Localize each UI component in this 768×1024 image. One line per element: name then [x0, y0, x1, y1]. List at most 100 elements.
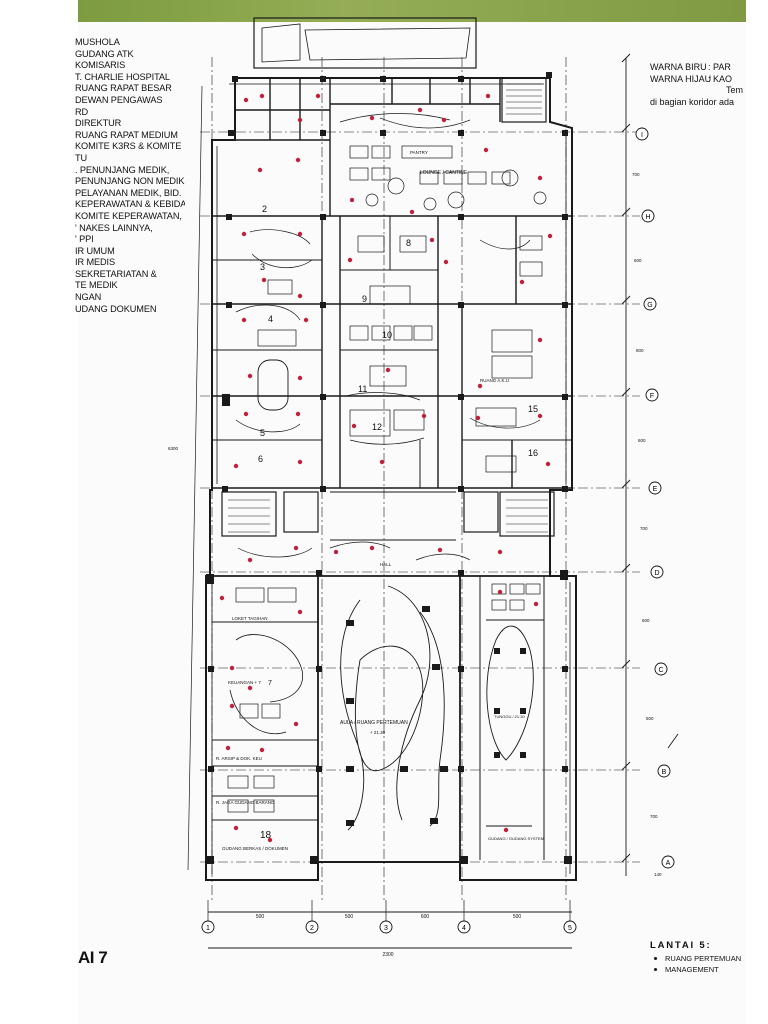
room-label: R. JAGA GUDANG BARANG: [216, 800, 275, 805]
floor-function-label: MANAGEMENT: [665, 965, 719, 974]
grid-bubbles-vertical: I H G F E D C B A: [635, 127, 675, 869]
grid-bubble-label: 2: [310, 925, 314, 932]
legend-item: ' PPI: [75, 234, 94, 245]
right-room-lighting-circuit: [486, 625, 534, 761]
dimension-values-vertical: 700 600 800 600 700 600 500 700 140 6300: [168, 172, 662, 877]
right-stair-treads: [506, 499, 548, 533]
bottom-dimension-lines: [208, 911, 572, 949]
bottom-dimension-extensions: [207, 900, 571, 930]
room-label: GUDANG / GUDANG SYSTEM: [488, 836, 544, 841]
room-number: 3: [260, 262, 265, 272]
grid-bubble: H: [641, 209, 655, 223]
grid-bubble: 5: [563, 920, 577, 934]
grid-bubble: A: [661, 855, 675, 869]
dimension-values-horizontal: 500 500 600 500 2300: [256, 914, 522, 958]
dimension-value: 700: [650, 814, 658, 819]
color-note-row: di bagian koridor ada: [650, 97, 768, 109]
dimension-value: 500: [256, 914, 265, 920]
grid-bubble: 1: [201, 920, 215, 934]
plan-labels: 2 3 4 5 6 7 8 9 10 11 12 15 16 18 LOUNGE…: [216, 150, 544, 851]
floor-function-list: RUANG PERTEMUAN MANAGEMENT: [650, 953, 760, 975]
grid-lines-horizontal: [200, 131, 640, 863]
floor-info: LANTAI 5: RUANG PERTEMUAN MANAGEMENT: [650, 940, 760, 975]
pen-mark: [667, 733, 679, 749]
floor-function-item: MANAGEMENT: [650, 964, 760, 975]
legend-item: RD: [75, 106, 89, 117]
dimension-value: 140: [654, 872, 662, 877]
right-dimension-ticks: [621, 53, 631, 863]
legend-item: PELAYANAN MEDIK, BID.: [75, 187, 182, 198]
legend-item: ' NAKES LAINNYA,: [75, 222, 153, 233]
room-number: 16: [528, 448, 538, 458]
grid-bubble-label: 1: [206, 925, 210, 932]
room-number: 9: [362, 294, 367, 304]
lounge-furniture: [349, 145, 547, 211]
grid-bubbles-horizontal: 1 2 3 4 5: [201, 920, 577, 934]
room-number: 5: [260, 428, 265, 438]
meeting-table: [257, 359, 289, 411]
legend-item: DIREKTUR: [75, 118, 122, 129]
color-note-row: WARNA HIJAU: KAO: [650, 74, 768, 86]
grid-bubble: B: [657, 764, 671, 778]
grid-bubble-label: A: [666, 860, 671, 867]
legend-item: KOMITE K3RS & KOMITE: [75, 141, 182, 152]
room-label: RUANG A.K.U: [480, 378, 509, 383]
room-legend-list: MUSHOLA GUDANG ATK KOMISARIS T. CHARLIE …: [75, 37, 185, 315]
dimension-value: 600: [634, 258, 642, 263]
legend-item: KOMITE KEPERAWATAN,: [75, 210, 182, 221]
legend-item: KEPERAWATAN & KEBIDANAN: [75, 199, 185, 210]
legend-item: UDANG DOKUMEN: [75, 303, 157, 314]
room-label: GUDANG BERKAS / DOKUMEN: [222, 846, 288, 851]
legend-item: GUDANG ATK: [75, 48, 134, 59]
grid-bubble: I: [635, 127, 649, 141]
grid-bubble-label: 3: [384, 925, 388, 932]
lift-right: [463, 491, 499, 533]
legend-item: IR MEDIS: [75, 257, 116, 268]
room-label: + 21.30: [370, 730, 386, 735]
bullet-icon: [654, 957, 657, 961]
left-stair: [221, 491, 277, 537]
grid-bubble: 2: [305, 920, 319, 934]
room-number: 11: [358, 384, 367, 394]
grid-bubble-label: F: [650, 393, 654, 400]
legend-item: SEKRETARIATAN &: [75, 268, 157, 279]
left-stair-treads: [228, 499, 270, 533]
zone-partition-walls: [321, 216, 517, 488]
dimension-value: 500: [513, 914, 522, 920]
color-note-label: WARNA HIJAU: [650, 73, 712, 84]
legend-item: RUANG RAPAT BESAR: [75, 83, 172, 94]
inner-wall-lines: [211, 83, 571, 874]
legend-item: PENUNJANG NON MEDIK,: [75, 176, 185, 187]
color-notes: WARNA BIRU: PAR WARNA HIJAU: KAO Tem di …: [650, 62, 768, 108]
grid-bubble-label: G: [647, 302, 652, 309]
roof-block-outline: [253, 17, 477, 69]
grid-bubble: G: [643, 297, 657, 311]
lift-left: [283, 491, 319, 533]
dimension-value: 700: [640, 526, 648, 531]
room-label: KEUANGAN + 7: [228, 680, 261, 685]
dimension-value: 500: [345, 914, 354, 920]
dimension-value: 800: [636, 348, 644, 353]
room-number: 7: [268, 680, 272, 687]
right-stair: [499, 491, 555, 537]
room-label: LOKET TAGIHAN: [232, 616, 268, 621]
grid-bubble-label: H: [645, 214, 650, 221]
scan-edge-strip: [78, 0, 746, 22]
lower-zone-walls: [210, 575, 576, 862]
legend-item: T. CHARLIE HOSPITAL: [75, 71, 170, 82]
floor-function-label: RUANG PERTEMUAN: [665, 954, 742, 963]
dimension-total: 2300: [382, 952, 393, 958]
drawing-sheet: [78, 22, 746, 1024]
dimension-value: 500: [646, 716, 654, 721]
lower-room-dividers: [212, 576, 545, 860]
dimension-value: 600: [638, 438, 646, 443]
sheet-code: AI 7: [78, 948, 108, 967]
room-dividers: [212, 216, 572, 488]
color-note-value: : KAO: [708, 73, 733, 84]
room-label: AULA / RUANG PERTEMUAN: [340, 720, 408, 726]
grid-bubble-label: 5: [568, 925, 572, 932]
legend-item: MUSHOLA: [75, 37, 120, 47]
legend-item: DEWAN PENGAWAS: [75, 94, 163, 105]
